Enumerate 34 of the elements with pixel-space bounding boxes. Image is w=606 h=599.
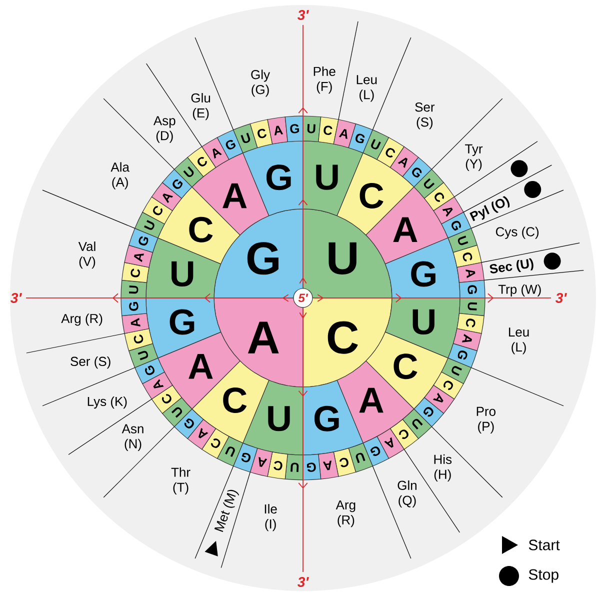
amino-acid-label: Lys (K)	[88, 396, 127, 409]
codon-segment: G	[458, 280, 486, 298]
amino-acid-label: Phe (F)	[314, 66, 336, 94]
amino-acid-label: Thr (T)	[171, 467, 190, 494]
amino-acid-label: Ser (S)	[415, 102, 435, 130]
amino-acid-label: Leu (L)	[509, 328, 529, 354]
legend-item: Start	[502, 536, 560, 554]
amino-acid-label: Pro (P)	[476, 406, 496, 434]
end-label: 3′	[298, 10, 310, 20]
amino-acid-label: Glu (E)	[191, 93, 210, 120]
amino-acid-label: Leu (L)	[356, 75, 377, 102]
end-label: 3′	[10, 293, 22, 303]
amino-acid-label: Ala (A)	[110, 162, 130, 190]
amino-acid-label: Met (M)	[214, 490, 239, 532]
amino-acid-label: Arg (R)	[61, 314, 102, 326]
codon-segment: G	[284, 116, 304, 142]
amino-acid-label: Asn (N)	[122, 424, 144, 451]
amino-acid-label: Cys (C)	[496, 226, 539, 239]
amino-acid-label: Val (V)	[78, 242, 96, 269]
amino-acid-label: His (H)	[434, 454, 452, 482]
amino-acid-label: Gln (Q)	[398, 480, 416, 508]
end-label: 3′	[556, 293, 568, 303]
amino-acid-label: Gly (G)	[251, 70, 270, 97]
amino-acid-label: Tyr (Y)	[465, 144, 483, 172]
amino-acid-label: Sec (U)	[490, 258, 534, 274]
end-label: 5′	[293, 288, 313, 308]
amino-acid-label: Asp (D)	[153, 116, 176, 143]
amino-acid-label: Arg (R)	[336, 500, 356, 528]
amino-acid-label: Trp (W)	[498, 284, 541, 296]
amino-acid-label: Pyl (O)	[470, 196, 510, 222]
amino-acid-label: Ile (I)	[264, 504, 277, 532]
amino-acid-label: Ser (S)	[70, 356, 110, 369]
end-label: 3′	[298, 577, 310, 587]
legend-item: Stop	[499, 566, 558, 586]
